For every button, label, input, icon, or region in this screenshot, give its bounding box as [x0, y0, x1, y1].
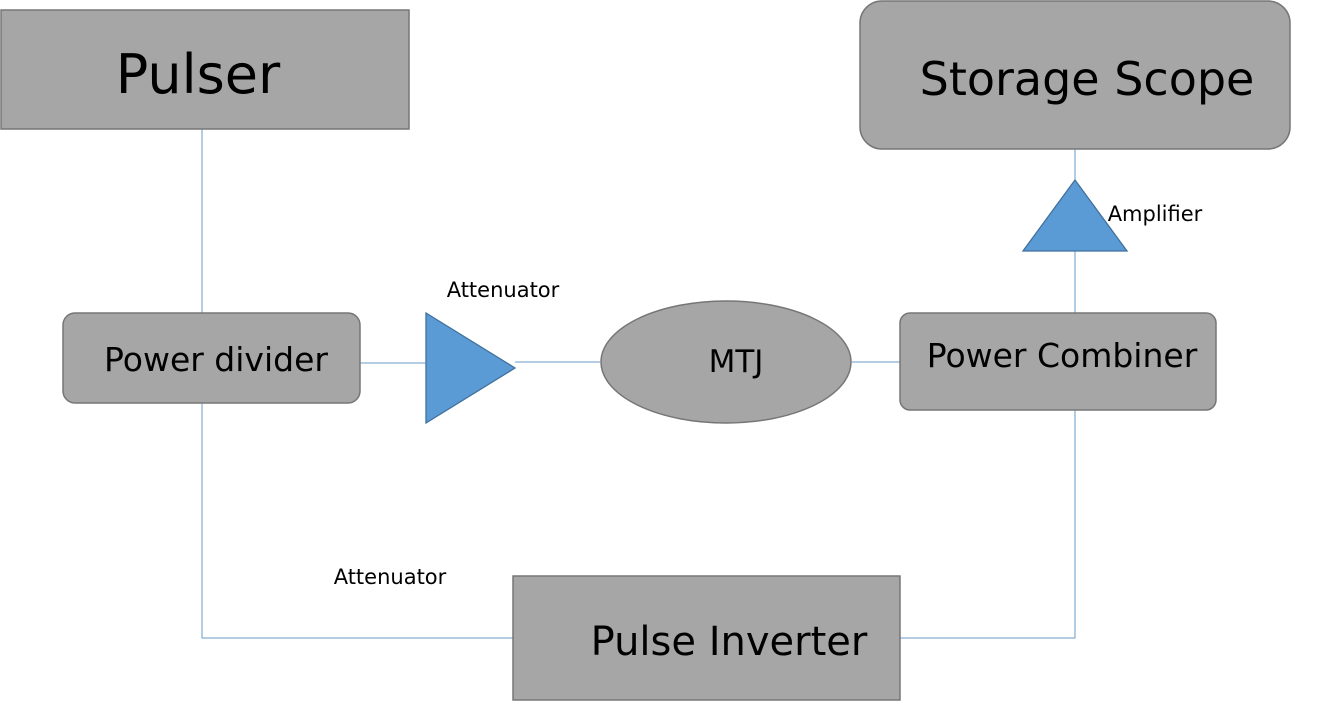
wire-inverter-to-combiner	[900, 403, 1076, 639]
attenuator-bottom-label: Attenuator	[334, 565, 447, 589]
power-combiner-block: Power Combiner	[899, 312, 1217, 411]
mtj-block: MTJ	[600, 300, 852, 424]
power-combiner-label: Power Combiner	[927, 336, 1198, 375]
attenuator-triangle-icon	[425, 311, 517, 425]
pulse-inverter-label: Pulse Inverter	[591, 619, 868, 665]
amplifier-label: Amplifier	[1108, 202, 1203, 226]
power-divider-label: Power divider	[104, 340, 328, 379]
amplifier-symbol: Amplifier	[1021, 178, 1203, 252]
pulser-label: Pulser	[116, 43, 281, 106]
amplifier-triangle-icon	[1021, 178, 1129, 252]
attenuator-top-symbol: Attenuator	[425, 278, 560, 425]
attenuator-top-label: Attenuator	[447, 278, 560, 302]
storage-scope-block: Storage Scope	[859, 0, 1291, 150]
pulser-block: Pulser	[0, 9, 410, 130]
storage-scope-label: Storage Scope	[920, 52, 1255, 106]
pulse-inverter-block: Pulse Inverter	[512, 575, 901, 701]
power-divider-block: Power divider	[62, 312, 361, 404]
mtj-label: MTJ	[709, 344, 764, 380]
wire-divider-to-inverter	[201, 403, 513, 639]
